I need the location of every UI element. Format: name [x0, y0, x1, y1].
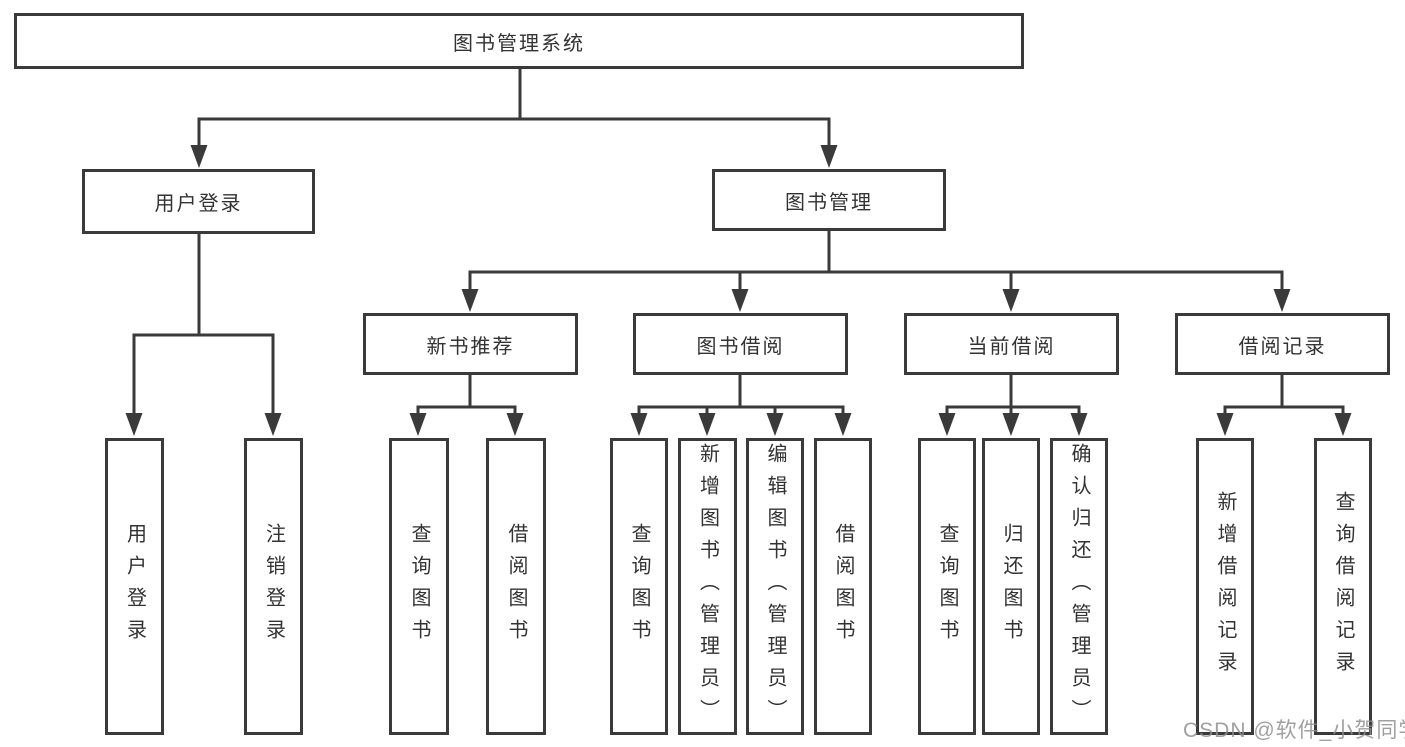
- leaf-add-book-admin: 新增图书（管理员）: [678, 438, 737, 735]
- connector-login-to-leaves: [125, 234, 282, 436]
- leaf-borrow-books-label: 借阅图书: [832, 522, 854, 651]
- leaf-return-book: 归还图书: [982, 438, 1040, 735]
- leaf-query-books-borrow-label: 查询图书: [628, 522, 650, 651]
- watermark: CSDN @软件_小贺同学: [1183, 719, 1405, 742]
- connector-current-to-leaves: [938, 375, 1088, 436]
- leaf-add-book-admin-label: 新增图书（管理员）: [696, 442, 719, 731]
- connector-bookmgmt-to-level3: [461, 231, 1291, 312]
- node-user-login-label: 用户登录: [154, 193, 243, 215]
- node-book-borrow: 图书借阅: [633, 313, 848, 375]
- leaf-add-borrow-record: 新增借阅记录: [1196, 438, 1254, 735]
- node-book-management-label: 图书管理: [785, 191, 873, 214]
- leaf-borrow-books-recommend-label: 借阅图书: [505, 522, 527, 651]
- leaf-query-books-current-label: 查询图书: [936, 522, 958, 651]
- leaf-query-books-current: 查询图书: [918, 438, 976, 735]
- leaf-query-borrow-record-label: 查询借阅记录: [1332, 490, 1354, 683]
- leaf-return-book-label: 归还图书: [1000, 522, 1022, 651]
- leaf-confirm-return-admin-label: 确认归还（管理员）: [1068, 442, 1090, 731]
- connector-records-to-leaves: [1216, 375, 1352, 436]
- leaf-logout-label: 注销登录: [262, 522, 285, 651]
- node-root-label: 图书管理系统: [453, 32, 585, 55]
- leaf-query-books-recommend-label: 查询图书: [408, 522, 430, 651]
- node-new-book-recommend-label: 新书推荐: [426, 335, 515, 358]
- leaf-confirm-return-admin: 确认归还（管理员）: [1050, 438, 1108, 735]
- node-user-login: 用户登录: [82, 169, 315, 234]
- node-book-borrow-label: 图书借阅: [696, 335, 785, 358]
- connector-newbook-to-leaves: [409, 375, 524, 436]
- leaf-logout: 注销登录: [244, 438, 303, 735]
- leaf-edit-book-admin: 编辑图书（管理员）: [746, 438, 804, 735]
- leaf-borrow-books-recommend: 借阅图书: [486, 438, 546, 735]
- connector-borrow-to-leaves: [630, 375, 852, 436]
- node-new-book-recommend: 新书推荐: [363, 313, 578, 375]
- node-current-borrow-label: 当前借阅: [967, 335, 1056, 358]
- node-current-borrow: 当前借阅: [904, 313, 1119, 375]
- node-root: 图书管理系统: [14, 13, 1024, 69]
- leaf-borrow-books: 借阅图书: [814, 438, 872, 735]
- node-borrow-records-label: 借阅记录: [1238, 335, 1327, 358]
- leaf-query-borrow-record: 查询借阅记录: [1314, 438, 1372, 735]
- leaf-query-books-borrow: 查询图书: [610, 438, 668, 735]
- leaf-query-books-recommend: 查询图书: [389, 438, 449, 735]
- node-borrow-records: 借阅记录: [1175, 313, 1390, 375]
- leaf-user-login: 用户登录: [105, 438, 164, 735]
- leaf-user-login-label: 用户登录: [123, 522, 146, 651]
- node-book-management: 图书管理: [712, 169, 946, 231]
- leaf-add-borrow-record-label: 新增借阅记录: [1214, 490, 1236, 683]
- connector-root-to-level2: [190, 69, 838, 168]
- leaf-edit-book-admin-label: 编辑图书（管理员）: [764, 442, 786, 731]
